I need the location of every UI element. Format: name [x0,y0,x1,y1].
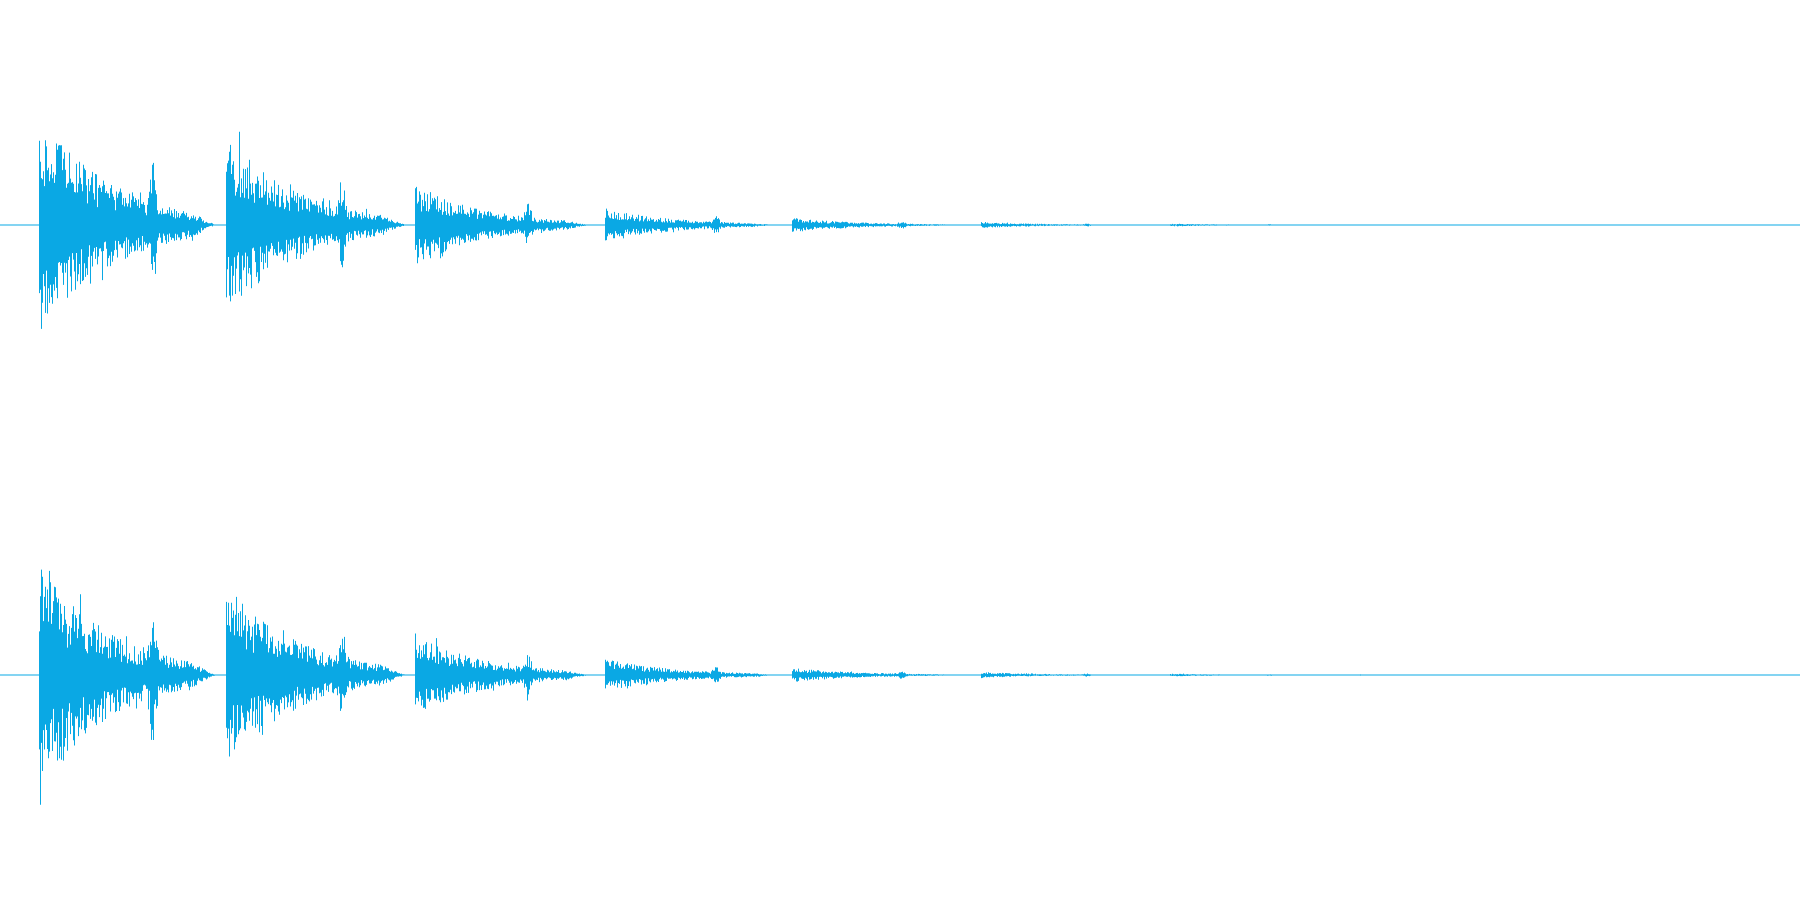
waveform-trace [0,569,1800,805]
waveform-trace [0,131,1800,329]
waveform-channel-left[interactable] [0,131,1800,329]
waveform-channel-right[interactable] [0,569,1800,805]
